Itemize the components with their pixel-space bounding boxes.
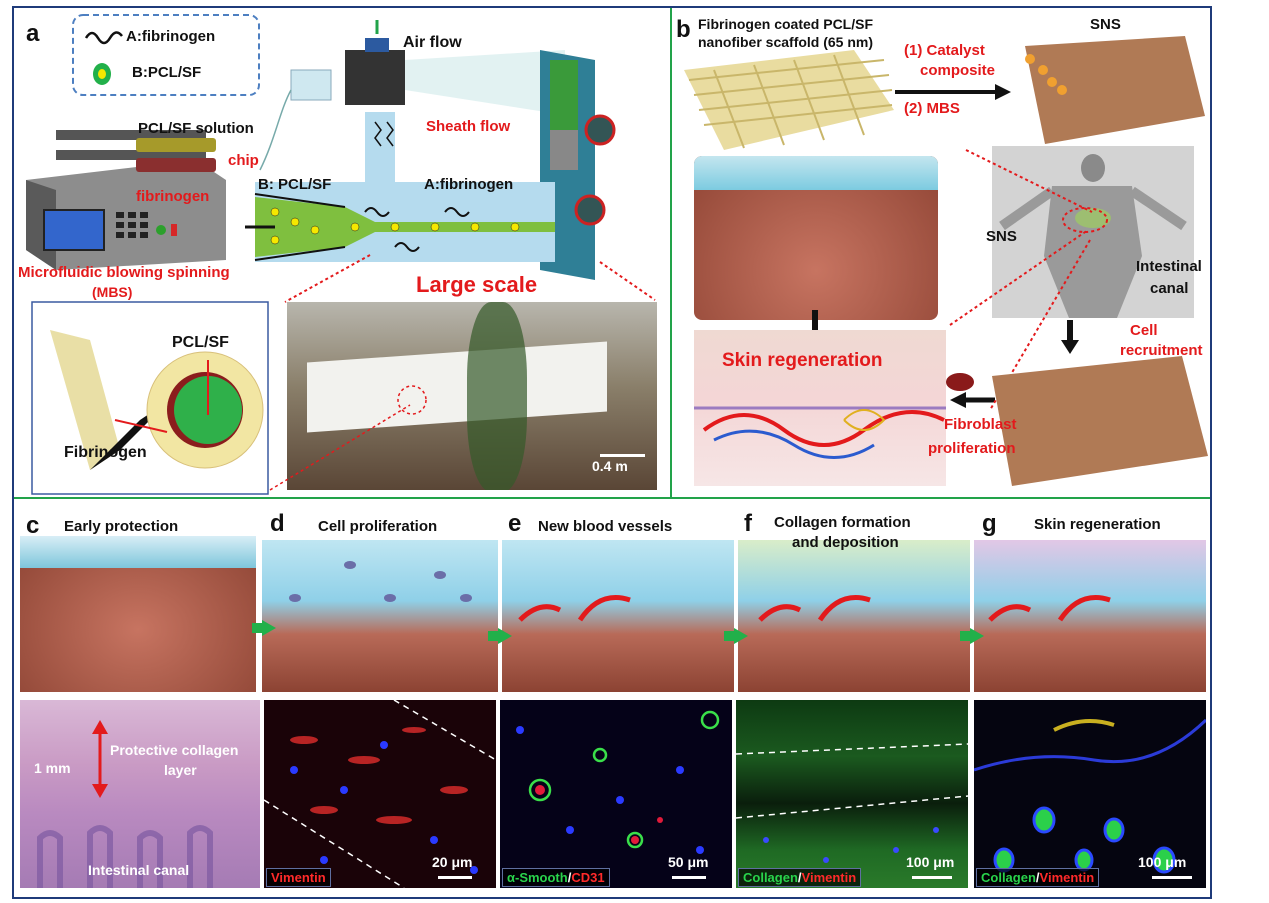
panel-d-micrograph	[264, 700, 496, 888]
panel-e-micrograph	[500, 700, 732, 888]
panel-g-scalebar	[1152, 876, 1192, 879]
fiber-fibrinogen-label: Fibrinogen	[64, 444, 147, 461]
wound-tissue-illustration	[694, 156, 938, 320]
fibroblast-line1: Fibroblast	[944, 416, 1017, 433]
panel-f-micrograph	[736, 700, 968, 888]
panel-d-title: Cell proliferation	[318, 518, 438, 535]
human-body-figure	[992, 146, 1194, 318]
sns-scaffold-top	[1025, 36, 1205, 144]
fiber-cross-section	[31, 301, 269, 495]
microchannel-schematic	[245, 112, 555, 262]
fiber-pcl-label: PCL/SF	[172, 334, 229, 351]
fibrinogen-tube-label: fibrinogen	[136, 188, 210, 205]
sheath-flow-label: Sheath flow	[426, 118, 511, 135]
a-fibrinogen-channel-label: A:fibrinogen	[424, 176, 514, 193]
air-flow-label: Air flow	[403, 34, 462, 51]
panel-d-stain-label: Vimentin	[266, 868, 331, 887]
panel-g-schematic	[974, 540, 1206, 692]
panel-d-scalebar	[438, 876, 472, 879]
panel-c-schematic	[20, 536, 256, 692]
large-scale-scale-text: 0.4 m	[592, 458, 628, 474]
panel-c-histology	[20, 700, 260, 888]
b-pcl-label: B: PCL/SF	[258, 176, 332, 193]
divider-horizontal	[14, 497, 1210, 499]
cell-recruitment-line2: recruitment	[1120, 342, 1203, 359]
panel-f-scale-text: 100 μm	[906, 854, 955, 870]
syringe-pump-illustration	[26, 130, 226, 270]
divider-vertical	[670, 8, 672, 498]
large-scale-label: Large scale	[416, 272, 538, 297]
fibroblast-line2: proliferation	[928, 440, 1016, 457]
panel-e-letter: e	[508, 510, 522, 537]
panel-a-legend-box	[72, 14, 260, 96]
blowing-nozzle-illustration	[259, 20, 616, 280]
intestinal-canal-histology-label: Intestinal canal	[88, 862, 190, 878]
panel-f-title-line2: and deposition	[792, 534, 899, 551]
nanofiber-scaffold-illustration	[684, 50, 894, 150]
panel-f-stain-label: Collagen/Vimentin	[738, 868, 862, 887]
panel-e-scale-text: 50 μm	[668, 854, 709, 870]
panel-c-title: Early protection	[64, 518, 179, 535]
panel-d-scale-text: 20 μm	[432, 854, 473, 870]
scaffold-label-line2: nanofiber scaffold (65 nm)	[698, 34, 874, 50]
panel-e-title: New blood vessels	[538, 518, 673, 535]
panel-c-scale-label: 1 mm	[34, 760, 71, 776]
mbs-arrow	[895, 84, 1011, 100]
panel-g-stain-label: Collagen/Vimentin	[976, 868, 1100, 887]
panel-b-letter: b	[676, 16, 691, 43]
mbs-step-label: (2) MBS	[904, 100, 960, 117]
panel-f-schematic	[738, 540, 970, 692]
panel-g-letter: g	[982, 510, 997, 537]
catalyst-step-line1: (1) Catalyst	[904, 42, 985, 59]
protective-layer-line1: Protective collagen	[110, 742, 239, 758]
mbs-label-line1: Microfluidic blowing spinning	[18, 264, 230, 281]
protective-layer-line2: layer	[164, 762, 197, 778]
sns-body-label: SNS	[986, 228, 1017, 245]
panel-c-letter: c	[26, 512, 40, 539]
skin-regeneration-label: Skin regeneration	[722, 350, 883, 371]
figure-frame	[12, 6, 1212, 899]
panel-e-scalebar	[672, 876, 706, 879]
large-scale-photo	[287, 302, 657, 490]
panel-a-letter: a	[26, 20, 40, 47]
intestinal-canal-line2: canal	[1150, 280, 1189, 297]
panel-g-title: Skin regeneration	[1034, 516, 1161, 533]
chip-label: chip	[228, 152, 259, 169]
panel-d-letter: d	[270, 510, 285, 537]
panel-f-scalebar	[912, 876, 952, 879]
panel-g-micrograph	[974, 700, 1206, 888]
catalyst-step-line2: composite	[920, 62, 996, 79]
sns-scaffold-bottom	[946, 356, 1208, 486]
skin-regeneration-illustration	[694, 330, 946, 486]
pcl-solution-label: PCL/SF solution	[138, 120, 254, 137]
panel-g-scale-text: 100 μm	[1138, 854, 1187, 870]
panel-d-schematic	[262, 540, 498, 692]
panel-f-letter: f	[744, 510, 752, 537]
mbs-label-line2: (MBS)	[92, 284, 133, 300]
legend-b-label: B:PCL/SF	[132, 64, 202, 81]
sns-top-label: SNS	[1090, 16, 1121, 33]
panel-f-title-line1: Collagen formation	[774, 514, 911, 531]
cell-recruitment-line1: Cell	[1130, 322, 1158, 339]
panel-e-stain-label: α-Smooth/CD31	[502, 868, 610, 887]
intestinal-canal-line1: Intestinal	[1136, 258, 1202, 275]
panel-e-schematic	[502, 540, 734, 692]
legend-a-label: A:fibrinogen	[126, 28, 216, 45]
scaffold-label-line1: Fibrinogen coated PCL/SF	[698, 16, 874, 32]
large-scale-scalebar	[600, 454, 645, 457]
